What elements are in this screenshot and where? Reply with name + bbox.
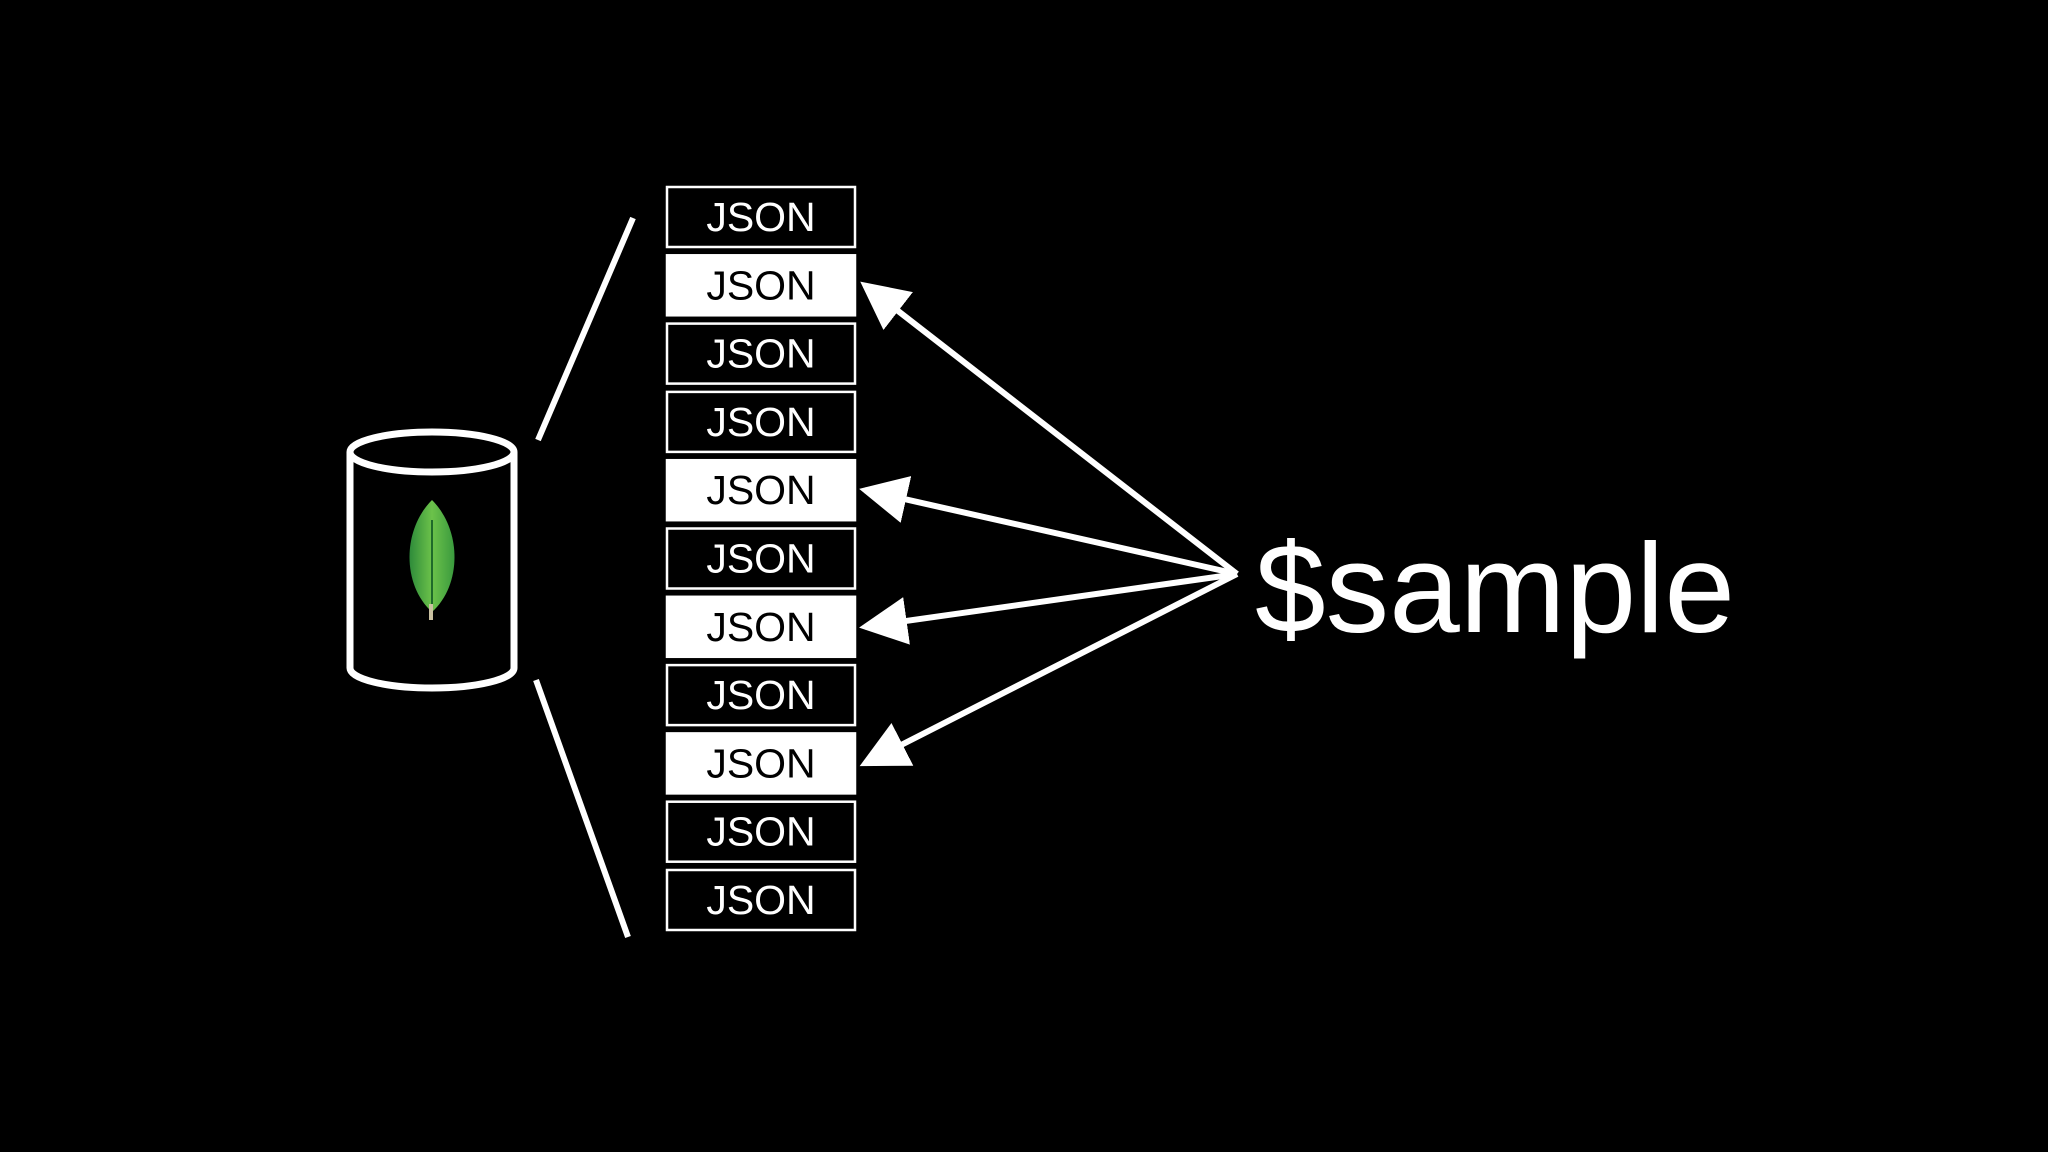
json-document: JSON [665,800,857,863]
json-document-box-sampled [665,595,857,659]
json-document-label: JSON [706,399,815,445]
json-document-label: JSON [706,331,815,377]
zoom-line-bottom [533,678,631,939]
json-document-box-sampled [665,458,857,522]
json-document-box-sampled [665,254,857,317]
json-document-box [665,868,857,932]
json-document-label: JSON [706,877,815,923]
json-document: JSON [665,868,857,932]
sample-arrow [859,571,1239,767]
json-document: JSON [665,527,857,590]
json-document: JSON [665,322,857,385]
json-document-box [665,663,857,727]
zoom-line-top [535,216,636,442]
json-document: JSON [665,595,857,659]
mongodb-leaf-icon [409,500,455,620]
json-document-label: JSON [706,467,815,513]
json-document: JSON [665,458,857,522]
database-body [346,452,518,692]
json-document-box [665,322,857,385]
sample-arrows [859,281,1239,767]
json-document-label: JSON [706,536,815,582]
sample-arrow [860,281,1239,577]
sample-operator-label: $sample [1255,517,1735,659]
json-document: JSON [665,185,857,249]
database-top [346,428,518,476]
json-document: JSON [665,732,857,795]
json-document-label: JSON [706,809,815,855]
json-document-box-sampled [665,732,857,795]
json-document: JSON [665,663,857,727]
json-document-box [665,527,857,590]
database-icon [346,428,518,692]
json-document: JSON [665,390,857,454]
sample-arrow [859,571,1238,645]
json-document-box [665,390,857,454]
json-document-label: JSON [706,194,815,240]
json-document: JSON [665,254,857,317]
json-document-box [665,800,857,863]
json-document-label: JSON [706,262,815,308]
json-document-label: JSON [706,604,815,650]
json-document-label: JSON [706,672,815,718]
sample-arrow [859,476,1238,577]
document-list: JSON JSON JSON JSON JSON JSON JSON JSON JSON JSON… [665,185,857,932]
json-document-box [665,185,857,249]
json-document-label: JSON [706,740,815,786]
